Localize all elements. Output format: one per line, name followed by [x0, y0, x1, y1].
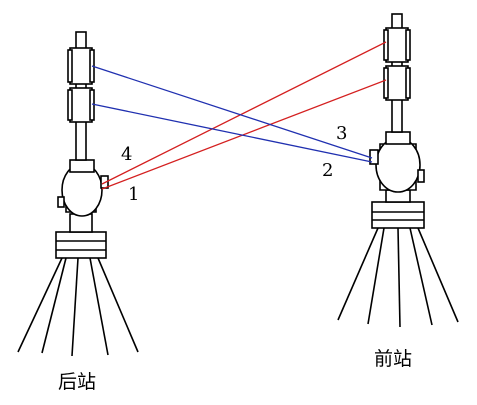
back-station [17, 31, 139, 357]
back-tripod-legs [17, 257, 139, 357]
front-station [337, 13, 459, 328]
sight-line-blue-upper [91, 65, 373, 159]
sight-line-red-lower [101, 79, 387, 190]
sight-lines [91, 41, 387, 190]
back-tripod-head [55, 231, 107, 259]
front-station-caption: 前站 [374, 348, 412, 370]
back-knob-left [57, 196, 65, 208]
front-target-upper [385, 27, 409, 63]
front-telescope [375, 137, 421, 193]
front-tripod-head [371, 201, 425, 229]
line-label-4: 4 [121, 144, 132, 165]
front-tripod-legs [337, 227, 459, 328]
back-target-lower [69, 87, 93, 123]
line-label-3: 3 [336, 123, 347, 144]
back-station-caption: 后站 [58, 371, 96, 393]
sight-line-blue-lower [91, 103, 373, 163]
front-target-lower [385, 65, 409, 101]
front-yoke [385, 131, 411, 145]
back-yoke [69, 159, 95, 173]
line-label-2: 2 [322, 160, 333, 181]
line-label-1: 1 [128, 184, 139, 205]
sight-line-red-upper [101, 41, 387, 185]
front-knob-right [417, 169, 425, 183]
back-target-upper [69, 47, 93, 85]
